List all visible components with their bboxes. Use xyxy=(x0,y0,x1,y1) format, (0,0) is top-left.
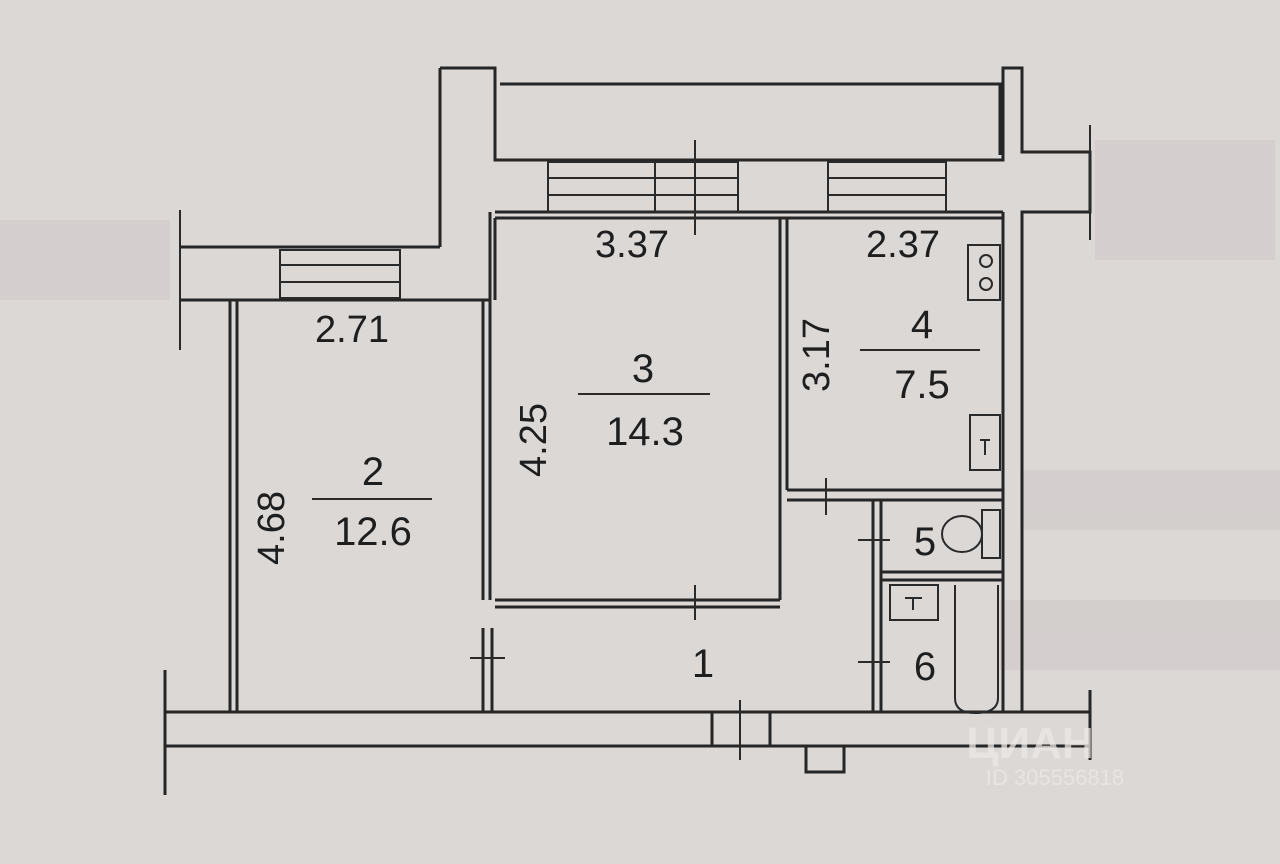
room-3-number: 3 xyxy=(632,347,654,391)
room-4-number: 4 xyxy=(911,303,933,347)
room-3-length: 4.25 xyxy=(513,403,555,477)
bathtub-icon xyxy=(954,585,999,715)
room-2-area: 12.6 xyxy=(334,510,412,554)
room-3-width: 3.37 xyxy=(595,224,669,266)
kitchen-sink-icon xyxy=(969,414,1001,471)
interior-walls xyxy=(470,218,1003,774)
toilet-icon xyxy=(941,509,1001,559)
bathroom-fixtures xyxy=(889,509,1001,715)
room-2-length: 4.68 xyxy=(251,491,293,565)
window-room-4 xyxy=(827,161,947,213)
room-1-number: 1 xyxy=(692,642,714,686)
outer-walls xyxy=(163,66,1092,795)
cian-watermark: ЦИАН ID 305556818 xyxy=(966,719,1124,790)
stove-icon xyxy=(967,244,1001,301)
watermark-brand: ЦИАН xyxy=(966,719,1093,768)
room-4-area: 7.5 xyxy=(894,363,950,407)
window-room-3 xyxy=(547,140,739,235)
room-6-number: 6 xyxy=(914,645,936,689)
room-2-width: 2.71 xyxy=(315,309,389,351)
watermark-id: ID 305556818 xyxy=(986,765,1124,790)
paper-texture xyxy=(0,140,1280,670)
kitchen-fixtures xyxy=(967,244,1001,471)
area-fraction-lines xyxy=(312,349,980,500)
room-4-length: 3.17 xyxy=(796,318,838,392)
window-room-2 xyxy=(279,249,401,299)
room-2-number: 2 xyxy=(362,450,384,494)
room-3-area: 14.3 xyxy=(606,410,684,454)
room-5-number: 5 xyxy=(914,520,936,564)
bath-sink-icon xyxy=(889,584,939,621)
room-4-width: 2.37 xyxy=(866,224,940,266)
